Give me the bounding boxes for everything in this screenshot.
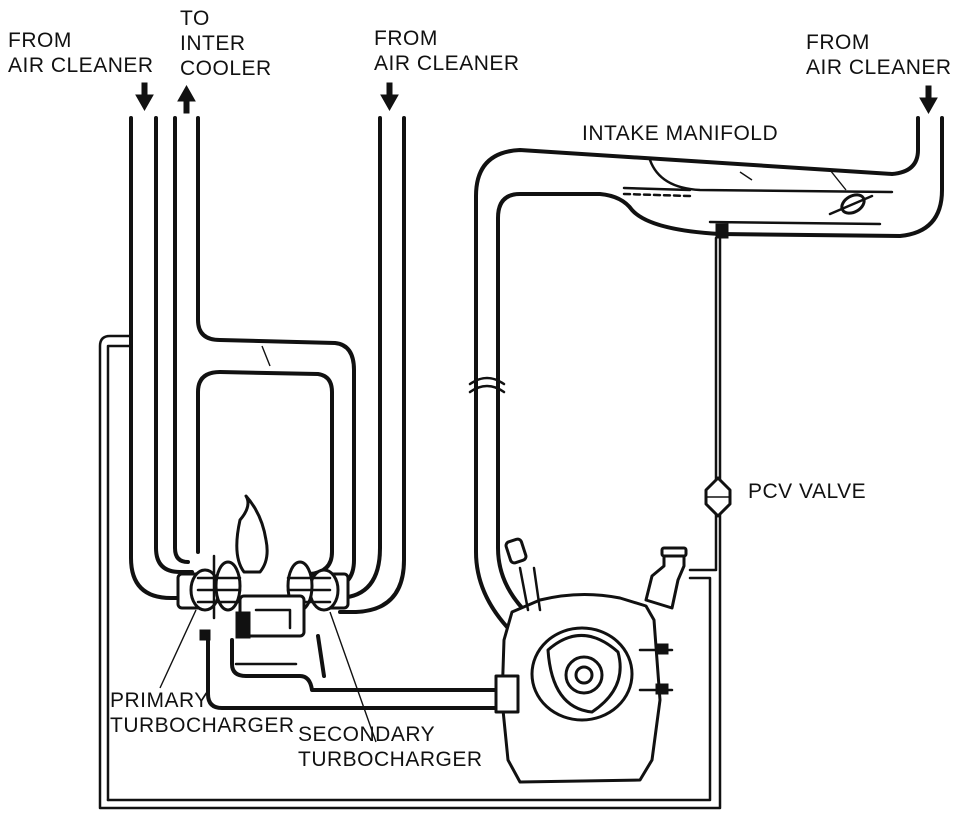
primary-intake-pipe xyxy=(129,116,194,600)
label-pcv-valve: PCV VALVE xyxy=(748,479,866,504)
arrow-down-icon xyxy=(919,85,938,115)
throttle-valve xyxy=(828,193,874,216)
label-line: FROM xyxy=(8,29,72,52)
label-line: AIR CLEANER xyxy=(8,54,154,77)
label-line: TO xyxy=(180,7,210,30)
label-line: INTER xyxy=(180,32,246,55)
label-line: AIR CLEANER xyxy=(806,56,952,79)
rotary-engine xyxy=(494,537,688,784)
intake-manifold xyxy=(474,116,944,382)
label-line: TURBOCHARGER xyxy=(110,714,295,737)
exhaust-pipe xyxy=(206,634,512,710)
label-line: TURBOCHARGER xyxy=(298,748,483,771)
label-line: AIR CLEANER xyxy=(374,52,520,75)
pcv-valve xyxy=(704,476,732,518)
intercooler-pipe xyxy=(173,116,356,564)
secondary-intake-pipe xyxy=(308,116,406,614)
label-line: COOLER xyxy=(180,57,272,80)
pcv-line xyxy=(98,236,722,810)
turbine-housing xyxy=(199,494,306,641)
secondary-turbocharger xyxy=(286,560,350,612)
label-from-air-cleaner-right: FROM AIR CLEANER xyxy=(806,30,952,80)
manifold-to-engine-pipe xyxy=(468,376,532,642)
label-line: FROM xyxy=(806,31,870,54)
label-secondary-turbocharger: SECONDARY TURBOCHARGER xyxy=(298,722,483,772)
label-from-air-cleaner-mid: FROM AIR CLEANER xyxy=(374,26,520,76)
primary-turbocharger xyxy=(176,554,242,620)
label-line: INTAKE MANIFOLD xyxy=(582,122,779,145)
leader-lines xyxy=(159,609,377,743)
label-to-inter-cooler: TO INTER COOLER xyxy=(180,6,272,81)
arrow-down-icon xyxy=(135,82,154,112)
label-from-air-cleaner-left: FROM AIR CLEANER xyxy=(8,28,154,78)
arrow-down-icon xyxy=(380,82,399,112)
label-line: PCV VALVE xyxy=(748,480,867,503)
arrow-up-icon xyxy=(177,84,196,114)
label-primary-turbocharger: PRIMARY TURBOCHARGER xyxy=(110,688,295,738)
label-line: FROM xyxy=(374,27,438,50)
label-line: PRIMARY xyxy=(110,689,209,712)
label-intake-manifold: INTAKE MANIFOLD xyxy=(582,121,778,146)
label-line: SECONDARY xyxy=(298,723,436,746)
